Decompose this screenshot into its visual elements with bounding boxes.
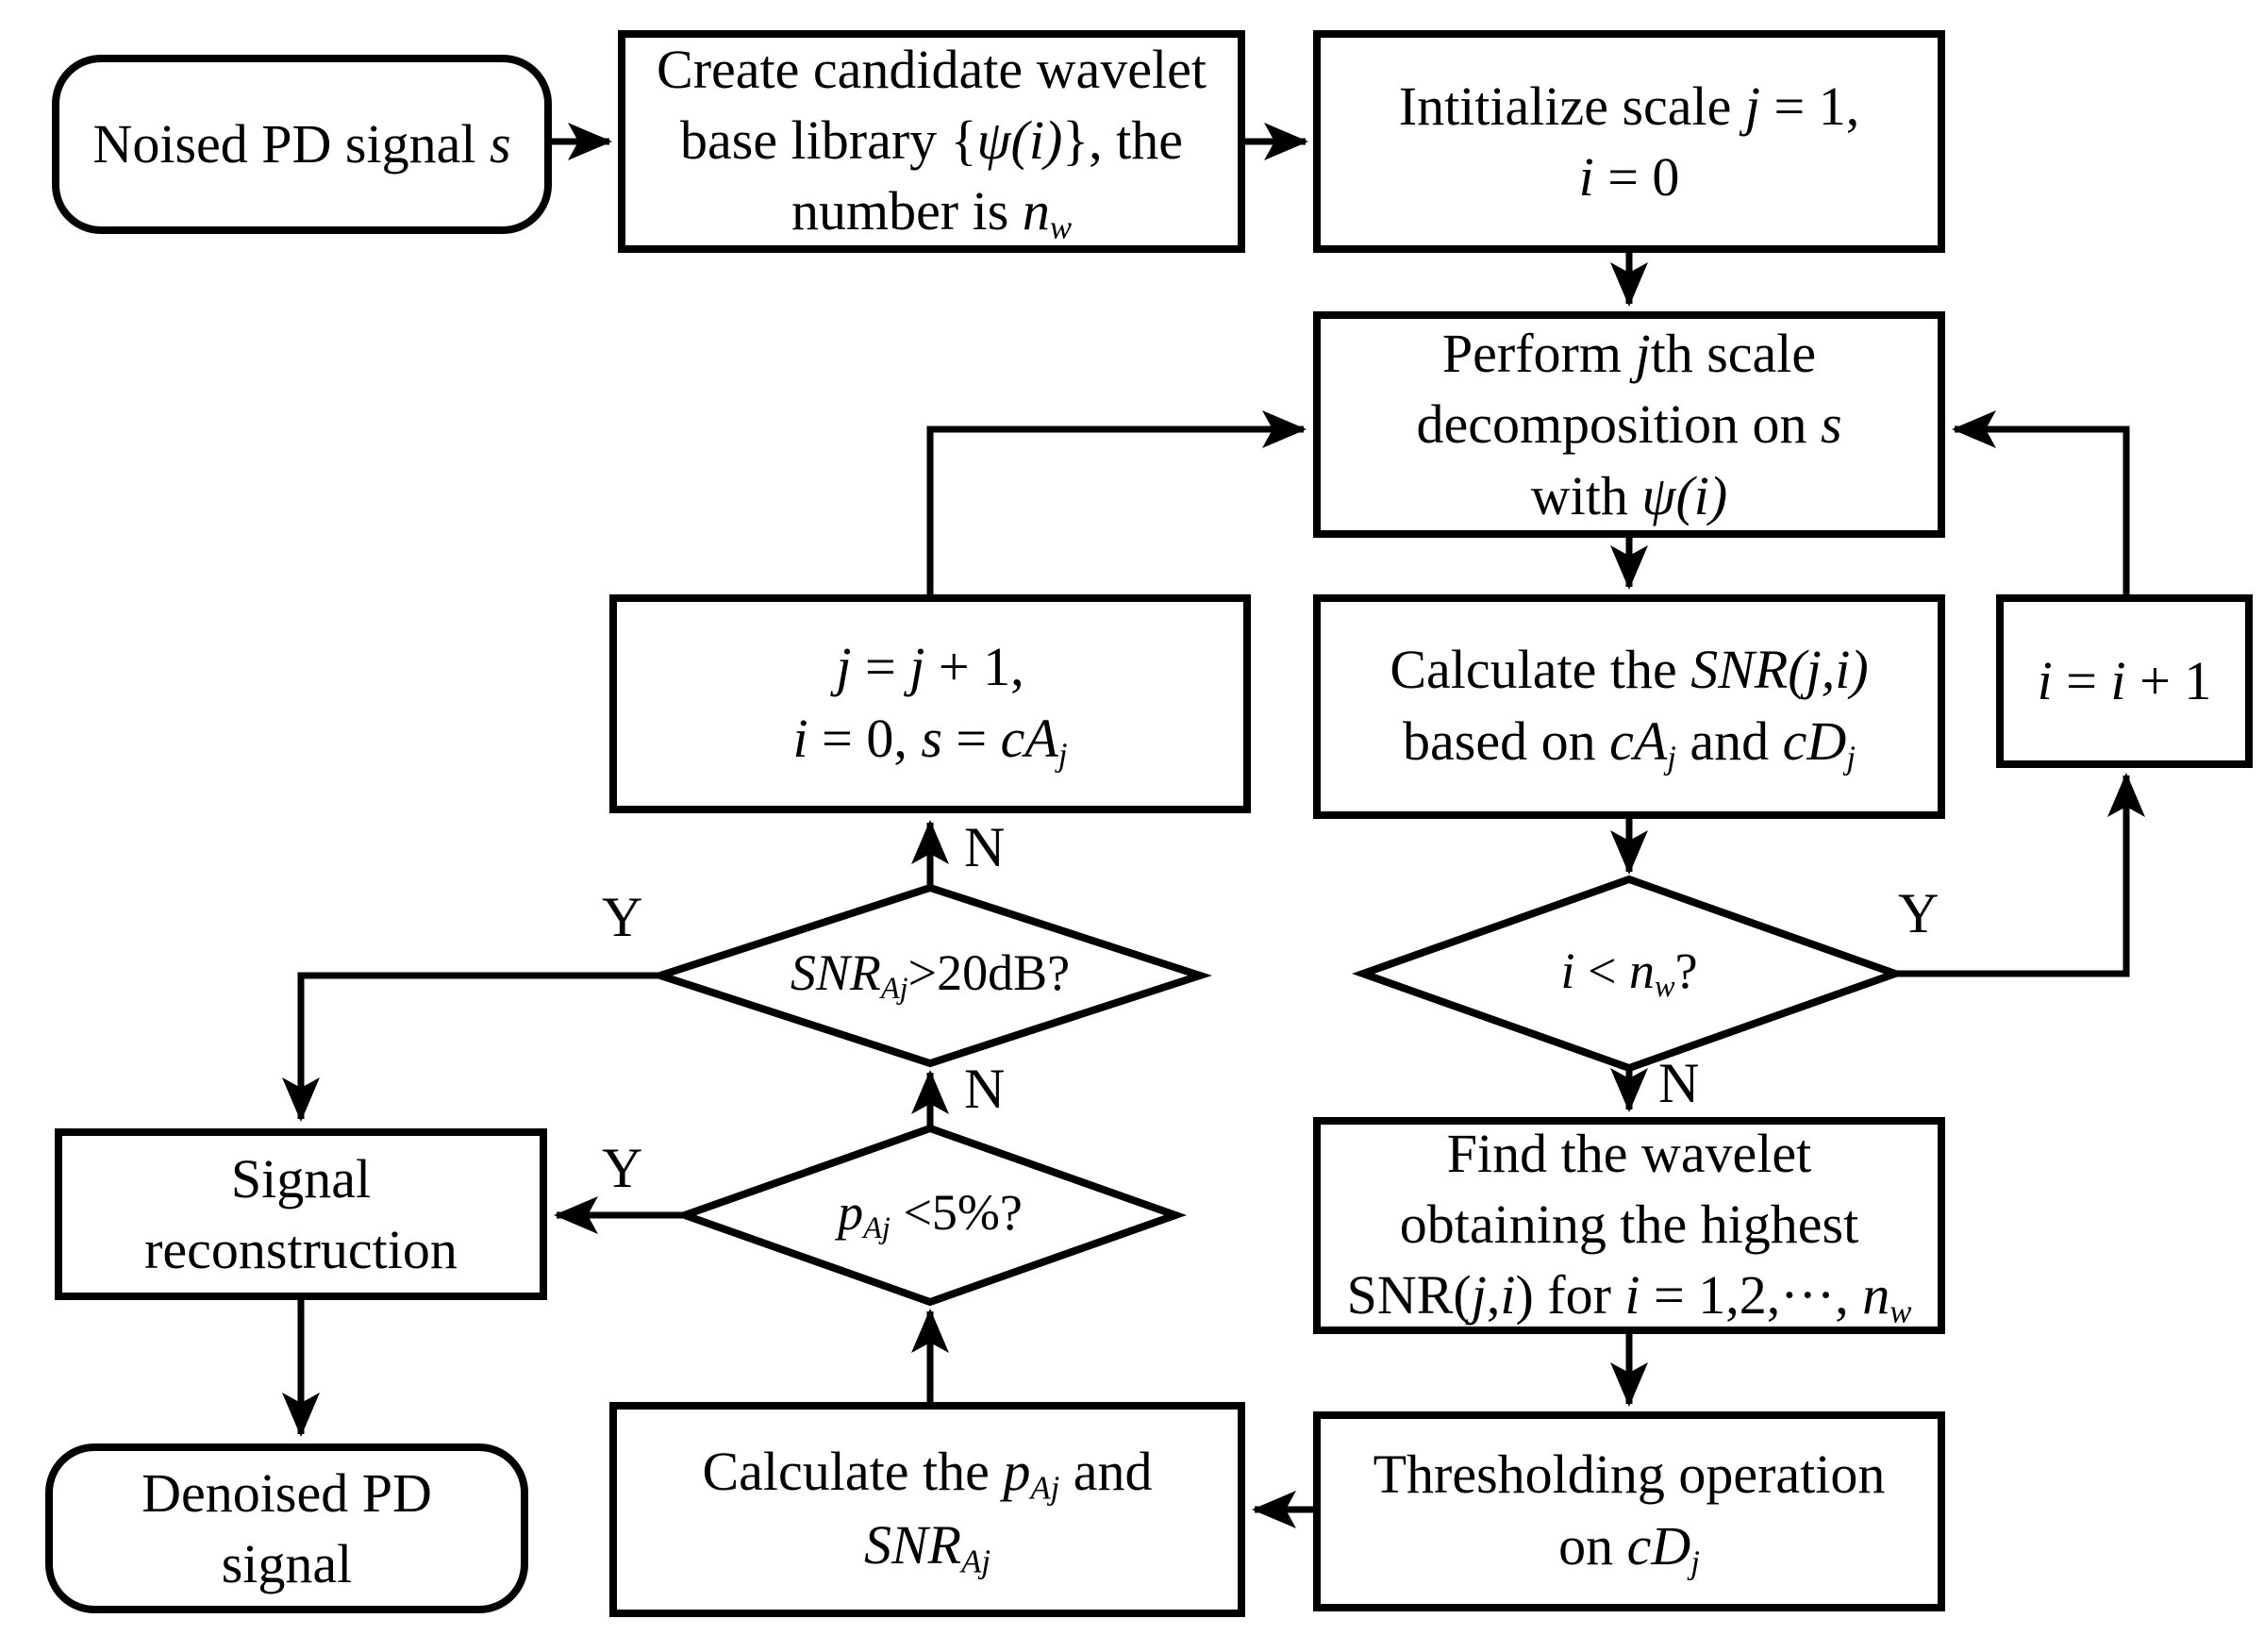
decision-snr-gt-20db-label: SNRAj>20dB? xyxy=(666,938,1194,1013)
decision-p-lt-5pct-label: pAj <5%? xyxy=(694,1177,1166,1253)
node-initialize-scale: Intitialize scale j = 1, i = 0 xyxy=(1313,30,1945,253)
text-line: Denoised PD xyxy=(142,1461,432,1524)
node-increment-j-reset-i: j = j + 1, i = 0, s = cAj xyxy=(609,594,1251,813)
text-line: j = j + 1, xyxy=(836,636,1024,698)
text-line: i = 0 xyxy=(1578,146,1680,208)
node-signal-reconstruction: Signal reconstruction xyxy=(55,1128,547,1300)
node-denoised-pd-signal: Denoised PD signal xyxy=(45,1443,528,1613)
text-line: Perform jth scale xyxy=(1441,322,1817,384)
text-line: Thresholding operation xyxy=(1373,1443,1886,1506)
node-thresholding-operation: Thresholding operation on cDj xyxy=(1313,1411,1945,1611)
text-line: signal xyxy=(221,1533,353,1594)
decision-i-lt-nw-label: i < nw? xyxy=(1440,936,1818,1011)
text-line: obtaining the highest xyxy=(1399,1193,1859,1256)
edge-decision-snr-yes-to-sigrec xyxy=(282,972,660,1122)
decision-snr-gt-20db-shape xyxy=(648,883,1212,1068)
text-line: number is nw xyxy=(791,180,1073,247)
edge-decision-i-yes-to-iplus xyxy=(1895,773,2145,977)
text-line: SNRAj xyxy=(863,1514,991,1580)
branch-label-i-no: N xyxy=(1658,1052,1700,1114)
text-line: Calculate the pAj and xyxy=(702,1441,1153,1507)
decision-p-lt-5pct-shape xyxy=(674,1124,1187,1307)
node-increment-i: i = i + 1 xyxy=(1996,594,2253,768)
branch-label-snr-yes: Y xyxy=(602,886,643,948)
text-line: i = 0, s = cAj xyxy=(792,707,1068,774)
decision-i-lt-nw-shape xyxy=(1352,875,1906,1073)
text-line: on cDj xyxy=(1558,1514,1700,1581)
node-perform-decomposition: Perform jth scale decomposition on s with … xyxy=(1313,311,1945,538)
text-line: based on cAj and cDj xyxy=(1403,709,1856,776)
text-line: i < nw? xyxy=(1560,943,1698,1005)
text-line: i = i + 1 xyxy=(2037,650,2212,712)
node-calculate-snr: Calculate the SNR(j,i) based on cAj and c… xyxy=(1313,594,1945,819)
text-line: decomposition on s xyxy=(1416,393,1842,456)
text-line: with ψ(i) xyxy=(1530,464,1728,526)
branch-label-i-yes: Y xyxy=(1898,882,1939,944)
text-line: reconstruction xyxy=(144,1219,458,1280)
text-line: SNRAj>20dB? xyxy=(790,944,1071,1007)
branch-label-p-no: N xyxy=(964,1058,1006,1120)
text-line: Find the wavelet xyxy=(1446,1122,1812,1184)
text-line: pAj <5%? xyxy=(838,1184,1023,1246)
text-line: Noised PD signal s xyxy=(92,113,511,175)
edge-jplus-to-perform xyxy=(926,410,1307,594)
text-line: Signal xyxy=(230,1147,372,1210)
edge-iplus-to-perform xyxy=(1952,410,2130,594)
text-line: Create candidate wavelet xyxy=(657,38,1207,100)
text-line: base library {ψ(i)}, the xyxy=(680,109,1183,172)
text-line: Intitialize scale j = 1, xyxy=(1398,75,1860,137)
text-line: Calculate the SNR(j,i) xyxy=(1390,639,1869,701)
branch-label-p-yes: Y xyxy=(602,1137,643,1199)
node-create-wavelet-library: Create candidate wavelet base library {ψ(… xyxy=(618,30,1245,253)
branch-label-snr-no: N xyxy=(964,816,1006,878)
text-line: SNR(j,i) for i = 1,2,···, nw xyxy=(1346,1264,1912,1331)
node-noised-pd-signal: Noised PD signal s xyxy=(52,55,552,234)
